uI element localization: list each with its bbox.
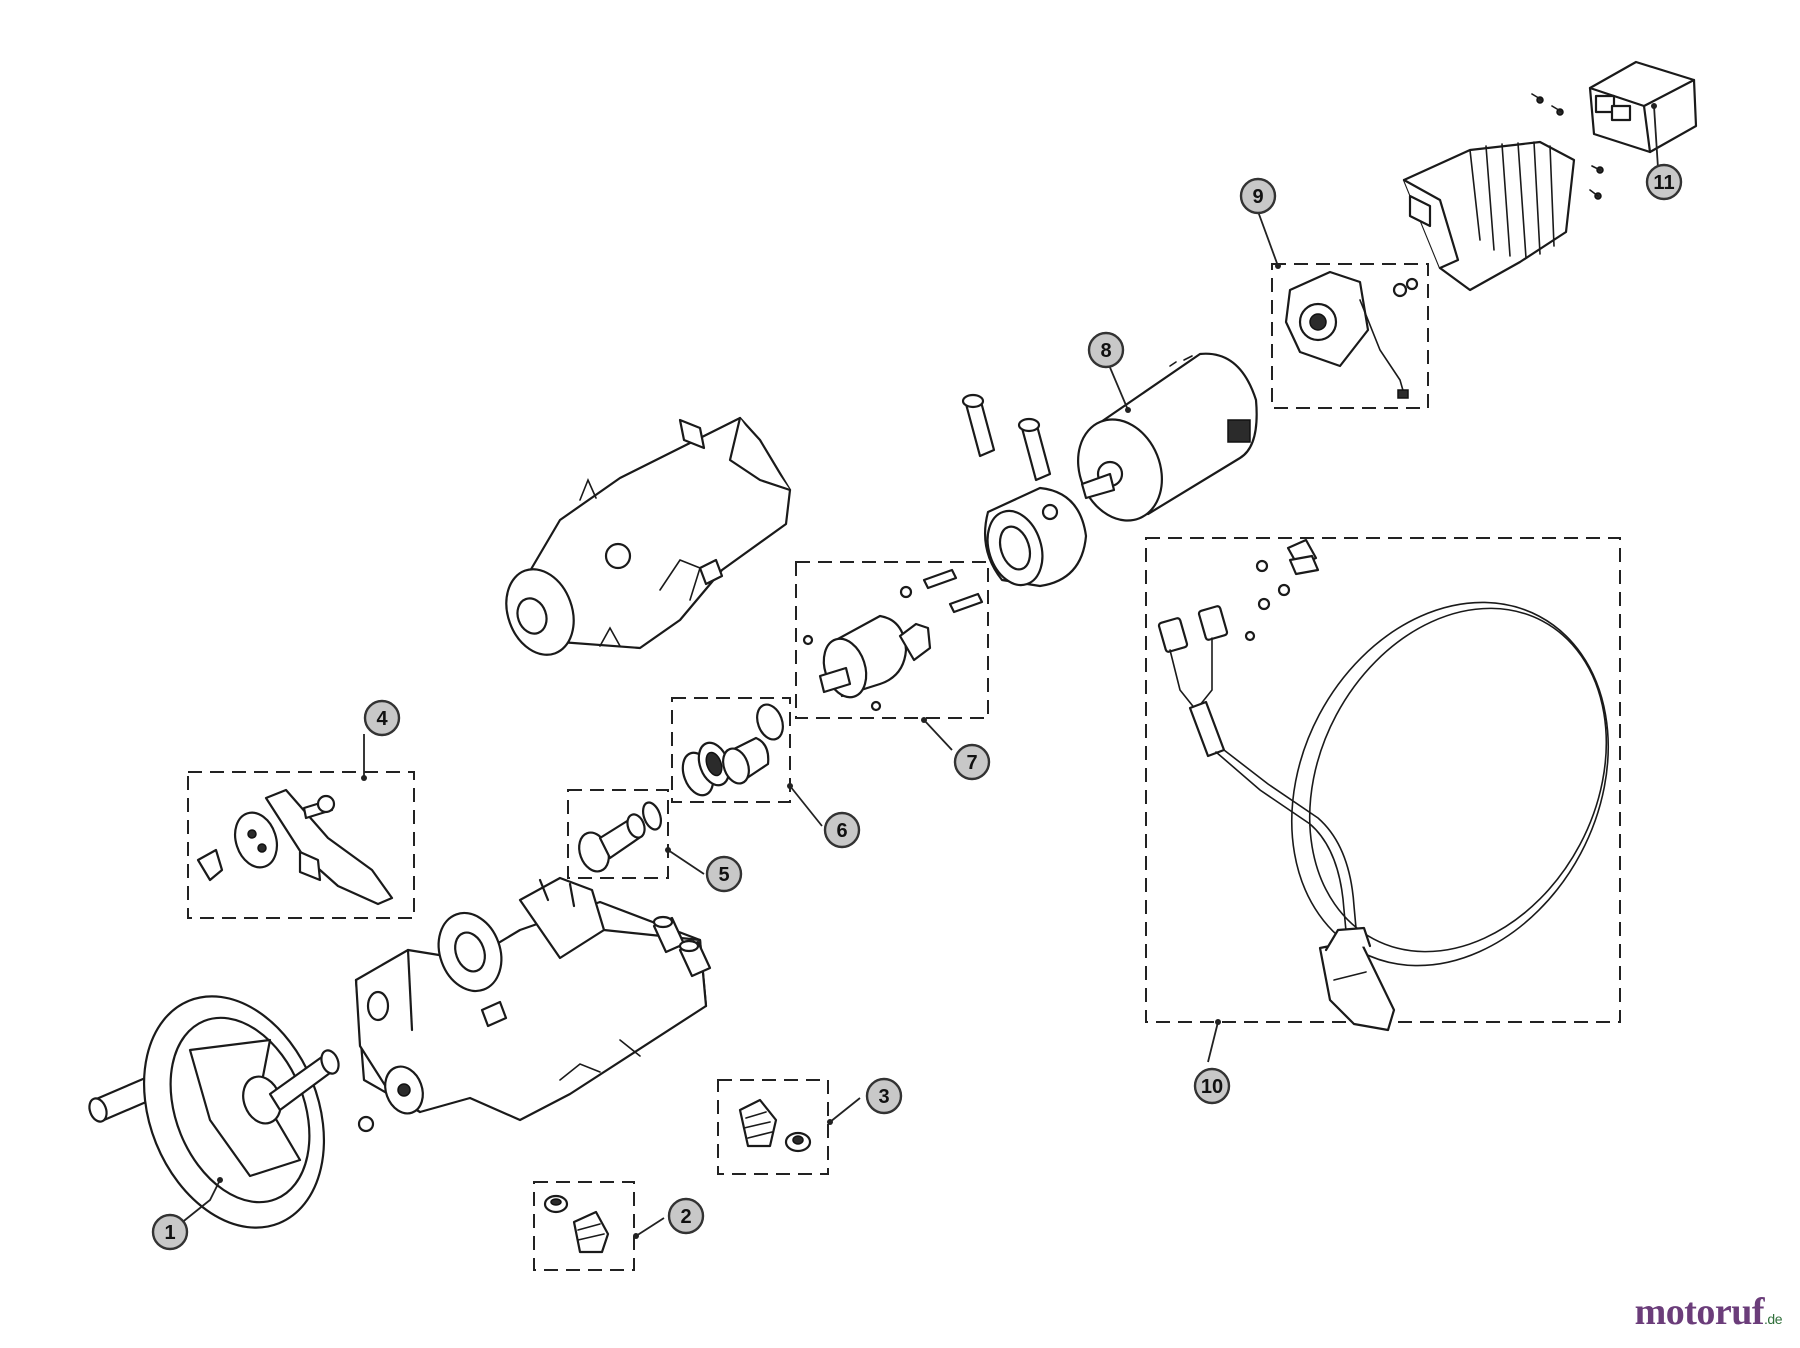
brand-watermark: motoruf.de <box>1634 1290 1783 1334</box>
callout-5-label: 5 <box>718 864 729 886</box>
callout-8-label: 8 <box>1100 340 1111 362</box>
part-7-coupling[interactable] <box>802 568 984 712</box>
callout-10[interactable]: 10 <box>1193 1067 1231 1105</box>
base-frame[interactable] <box>354 876 708 1133</box>
part-1-handwheel[interactable] <box>86 969 356 1254</box>
part-11-connector-box[interactable] <box>1588 60 1698 154</box>
part-9-brush-holder[interactable] <box>1284 270 1419 399</box>
part-10-cable-assembly[interactable] <box>1157 538 1670 1032</box>
part-8-motor[interactable] <box>1063 352 1258 533</box>
callout-3[interactable]: 3 <box>865 1077 903 1115</box>
watermark-brand: motoruf <box>1634 1291 1765 1333</box>
callout-11[interactable]: 11 <box>1645 163 1683 201</box>
motor-cooling-housing[interactable] <box>1402 93 1604 292</box>
watermark-tld: .de <box>1764 1311 1782 1327</box>
callout-7-label: 7 <box>966 752 977 774</box>
callout-4-label: 4 <box>376 708 388 730</box>
callout-10-label: 10 <box>1201 1076 1223 1098</box>
callout-8[interactable]: 8 <box>1087 331 1125 369</box>
part-5-shaft[interactable] <box>574 800 664 875</box>
base-bolts[interactable] <box>652 915 712 978</box>
mounting-bolts[interactable] <box>961 393 1052 482</box>
motor-flange[interactable] <box>979 486 1088 592</box>
callout-9-label: 9 <box>1252 186 1263 208</box>
callout-5[interactable]: 5 <box>705 855 743 893</box>
part-4-lever-assembly[interactable] <box>196 788 394 906</box>
part-2-plugs[interactable] <box>543 1194 610 1254</box>
callout-1-label: 1 <box>164 1222 175 1244</box>
callout-2-label: 2 <box>680 1206 691 1228</box>
callout-9[interactable]: 9 <box>1239 177 1277 215</box>
gearbox-housing[interactable] <box>495 416 792 664</box>
part-6-bearing-set[interactable] <box>677 701 787 799</box>
callout-1[interactable]: 1 <box>151 1213 189 1251</box>
callout-6-label: 6 <box>836 820 847 842</box>
callout-11-label: 11 <box>1653 172 1674 194</box>
callout-2[interactable]: 2 <box>667 1197 705 1235</box>
group-5-box <box>567 789 669 879</box>
part-3-plugs[interactable] <box>738 1098 812 1153</box>
callout-7[interactable]: 7 <box>953 743 991 781</box>
group-2-box <box>533 1181 635 1271</box>
group-7-box <box>795 561 989 719</box>
group-9-box <box>1271 263 1429 409</box>
callout-4[interactable]: 4 <box>363 699 401 737</box>
group-4-box <box>187 771 415 919</box>
group-3-box <box>717 1079 829 1175</box>
callout-3-label: 3 <box>878 1086 889 1108</box>
callout-6[interactable]: 6 <box>823 811 861 849</box>
